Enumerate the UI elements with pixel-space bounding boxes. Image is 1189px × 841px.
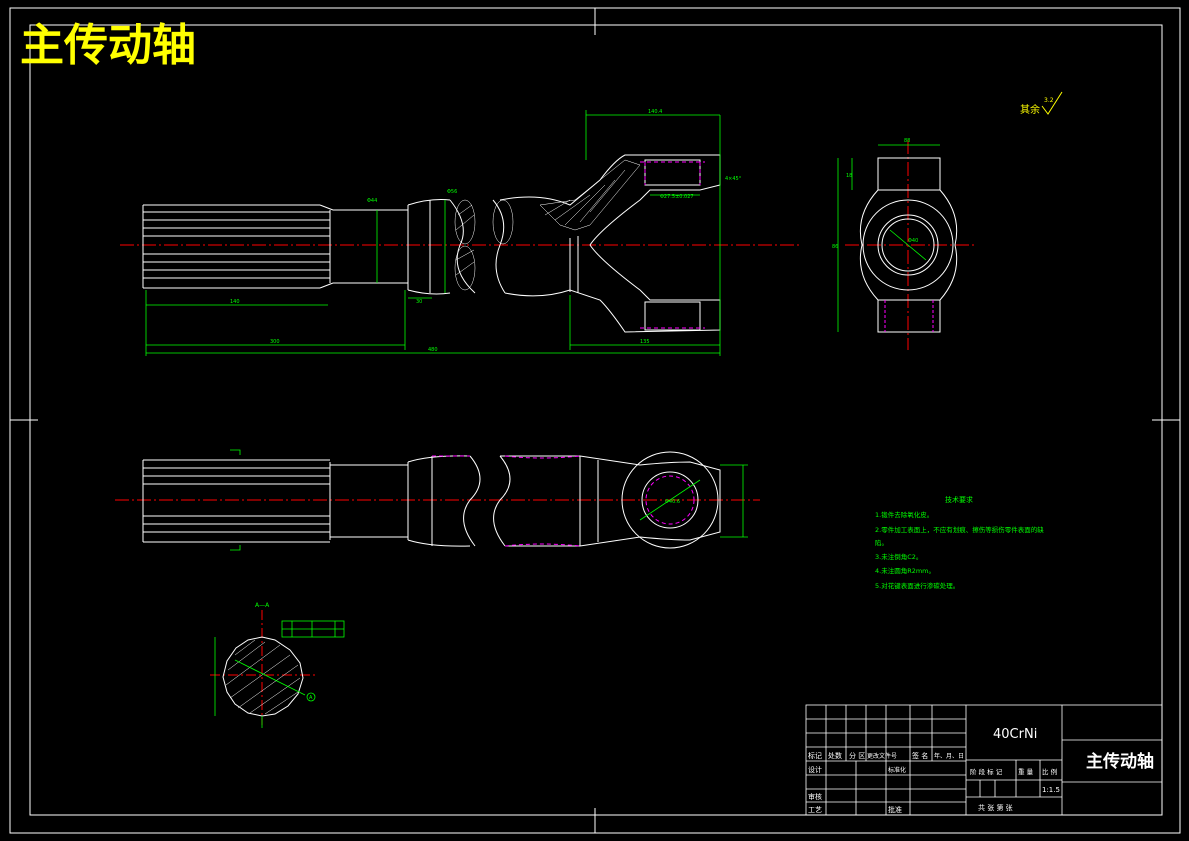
scale-value: 1:1.5 [1042, 786, 1060, 794]
tech-item-3: 陷。 [875, 538, 888, 547]
dim-total-length: 480 [428, 347, 438, 353]
sheet-count: 共 张 第 张 [978, 803, 1013, 812]
dim-chamfer: 4×45° [725, 176, 742, 182]
tech-item-1: 1.锻件去除氧化皮。 [875, 510, 933, 519]
part-name: 主传动轴 [1086, 751, 1154, 772]
dim-yoke-length: 135 [640, 339, 650, 345]
header-date: 年、月、日 [934, 752, 964, 760]
dim-neck-length: 30 [416, 299, 422, 305]
front-view: 140 300 480 135 30 140.4 Φ44 Φ56 Φ27.5±0… [120, 109, 800, 356]
section-label: A—A [255, 602, 270, 609]
roughness-note: 其余 3.2 [1020, 91, 1063, 116]
header-mark: 标记 [808, 751, 822, 760]
technical-requirements: 技术要求 1.锻件去除氧化皮。 2.零件加工表面上，不应有划痕、擦伤等损伤零件表… [875, 495, 1044, 590]
tech-heading: 技术要求 [945, 495, 973, 504]
roughness-label: 其余 [1020, 103, 1040, 116]
header-signature: 签 名 [912, 751, 928, 760]
dim-neck-dia: Φ44 [367, 198, 377, 204]
dim-body-dia: Φ56 [447, 189, 457, 195]
header-zone: 分 区 [849, 751, 865, 760]
tech-item-5: 4.未注圆角R2mm。 [875, 566, 935, 575]
tech-item-2: 2.零件加工表面上，不应有划痕、擦伤等损伤零件表面的缺 [875, 525, 1044, 534]
dim-ear-dia: Φ40.6 [665, 499, 680, 505]
label-stage-mark: 阶 段 标 记 [970, 767, 1003, 776]
dim-pitch: 18 [846, 173, 852, 179]
dim-shaft-length: 300 [270, 339, 280, 345]
drawing-frame [9, 7, 1181, 834]
label-scale: 比 例 [1042, 767, 1057, 776]
dim-side-height: 86 [832, 244, 838, 250]
label-weight: 重 量 [1018, 768, 1034, 776]
dim-yoke-width: 140.4 [648, 109, 662, 115]
material-text: 40CrNi [993, 727, 1037, 742]
dim-bore-tol: Φ27.5±0.027 [660, 194, 694, 200]
label-process: 工艺 [808, 806, 822, 814]
label-check: 审核 [808, 792, 822, 801]
dim-spline-length: 140 [230, 299, 240, 305]
tech-item-4: 3.未注倒角C2。 [875, 552, 922, 561]
drawing-title: 主传动轴 [20, 20, 196, 71]
header-count: 处数 [828, 751, 842, 760]
title-block: 40CrNi 主传动轴 标记 处数 分 区 更改文件号 签 名 年、月、日 设计… [805, 704, 1163, 816]
section-datum: A [309, 695, 313, 701]
dim-bore-dia: Φ40 [908, 238, 918, 244]
label-standardize: 标准化 [888, 766, 906, 774]
dim-side-width: 88 [904, 138, 910, 144]
side-view: 88 86 18 Φ40 [832, 138, 975, 350]
label-approve: 批准 [888, 805, 902, 814]
section-a-a: A—A A [210, 602, 345, 728]
tech-item-6: 5.对花键表面进行渗碳处理。 [875, 581, 959, 590]
top-view: Φ40.6 [115, 449, 760, 551]
label-design: 设计 [808, 765, 822, 774]
header-change-doc: 更改文件号 [867, 752, 897, 760]
roughness-value: 3.2 [1044, 97, 1054, 104]
